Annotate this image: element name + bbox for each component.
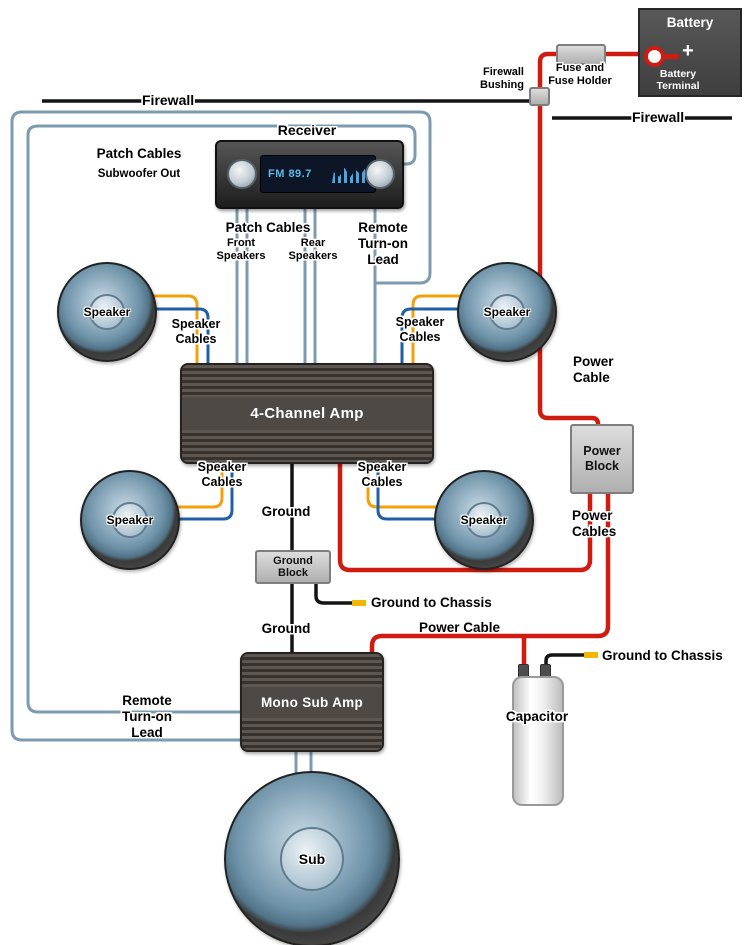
power-cable-right-label: Power Cable <box>573 354 614 385</box>
speaker-front-right: Speaker <box>457 262 557 362</box>
battery-plus-sign: + <box>682 40 694 62</box>
remote-turn-on-lead-loop-wire <box>10 110 432 742</box>
speaker-cable-wire <box>400 307 478 363</box>
receiver-frequency: FM 89.7 <box>268 168 312 180</box>
remote-turn-on-lead-top-label: Remote Turn-on Lead <box>358 220 408 267</box>
power-cable-mid-label: Power Cable <box>419 620 501 635</box>
amp-heatsink-ridges <box>182 365 432 397</box>
speaker-label: Speaker <box>83 305 131 319</box>
speaker-rear-right: Speaker <box>434 470 534 570</box>
rear-speakers-label: Rear Speakers <box>288 237 338 262</box>
capacitor-ground-wire <box>544 653 584 668</box>
speaker-label: Speaker <box>460 513 508 527</box>
fuse-holder-label: Fuse and Fuse Holder <box>548 62 612 87</box>
capacitor-label: Capacitor <box>505 709 569 724</box>
speaker-rear-left: Speaker <box>80 470 180 570</box>
ground-bottom-label: Ground <box>261 621 311 636</box>
firewall-right-label: Firewall <box>632 109 685 125</box>
remote-turn-on-lead-bottom-label: Remote Turn-on Lead <box>122 693 172 740</box>
speaker-dome <box>280 827 344 891</box>
speaker-front-left: Speaker <box>57 262 157 362</box>
speaker-cable-wire <box>130 294 199 363</box>
ground-to-chassis-mid-label: Ground to Chassis <box>371 595 492 610</box>
fuse-holder <box>556 44 606 65</box>
volume-knob-icon[interactable] <box>227 159 257 189</box>
receiver: FM 89.7 <box>215 140 404 209</box>
firewall-bushing <box>529 87 550 106</box>
power-cable-to-mono-amp-wire <box>369 488 611 654</box>
mono-sub-amp: Mono Sub Amp <box>240 652 384 752</box>
speaker-dome <box>89 294 125 330</box>
spectrum-bars-icon <box>332 166 368 183</box>
ground-top-label: Ground <box>261 504 311 519</box>
battery-terminal-icon <box>644 46 665 67</box>
main-power-cable-wire <box>537 51 641 427</box>
patch-cables-label: Patch Cables <box>225 220 311 235</box>
front-speakers-label: Front Speakers <box>216 237 266 262</box>
speaker-cables-label-rear-right: Speaker Cables <box>357 460 407 489</box>
receiver-label: Receiver <box>277 122 337 138</box>
ground-block: Ground Block <box>255 550 331 584</box>
speaker-label: Speaker <box>483 305 531 319</box>
speaker-cables-label-front-right: Speaker Cables <box>395 315 445 344</box>
power-block: Power Block <box>570 424 634 494</box>
speaker-label: Speaker <box>106 513 154 527</box>
speaker-dome <box>466 502 502 538</box>
tuning-knob-icon[interactable] <box>365 159 395 189</box>
ground-to-chassis-wire <box>314 580 352 605</box>
firewall-left-label: Firewall <box>142 92 195 108</box>
four-channel-amp-label: 4-Channel Amp <box>182 397 432 430</box>
speaker-cable-wire <box>376 462 458 521</box>
speaker-dome <box>112 502 148 538</box>
subwoofer: Sub <box>224 771 400 945</box>
patch-cables-subwoofer-out-label: Patch Cables Subwoofer Out <box>96 146 182 180</box>
firewall-bushing-label: Firewall Bushing <box>480 66 524 91</box>
amp-heatsink-ridges <box>242 654 382 687</box>
speaker-cables-label-rear-left: Speaker Cables <box>197 460 247 489</box>
speaker-cable-wire <box>152 462 234 521</box>
power-cable-to-4ch-amp-wire <box>337 462 593 573</box>
battery: Battery + Battery Terminal <box>638 8 742 97</box>
subwoofer-patch-cable-wire <box>26 124 417 714</box>
battery-label: Battery <box>666 15 714 30</box>
speaker-dome <box>489 294 525 330</box>
ground-to-chassis-right-label: Ground to Chassis <box>602 648 723 663</box>
sub-label: Sub <box>298 851 326 867</box>
capacitor <box>512 676 564 806</box>
battery-terminal-stem <box>665 54 679 59</box>
four-channel-amp: 4-Channel Amp <box>180 363 434 464</box>
speaker-cables-label-front-left: Speaker Cables <box>171 317 221 346</box>
battery-terminal-label: Battery Terminal <box>656 68 700 93</box>
power-cables-label: Power Cables <box>572 508 617 539</box>
speaker-cable-wire <box>411 294 480 363</box>
speaker-cable-wire <box>150 462 224 509</box>
speaker-cable-wire <box>132 307 210 363</box>
amp-heatsink-ridges <box>182 430 432 462</box>
amp-heatsink-ridges <box>242 717 382 750</box>
receiver-display: FM 89.7 <box>260 155 376 193</box>
mono-sub-amp-label: Mono Sub Amp <box>242 686 382 718</box>
